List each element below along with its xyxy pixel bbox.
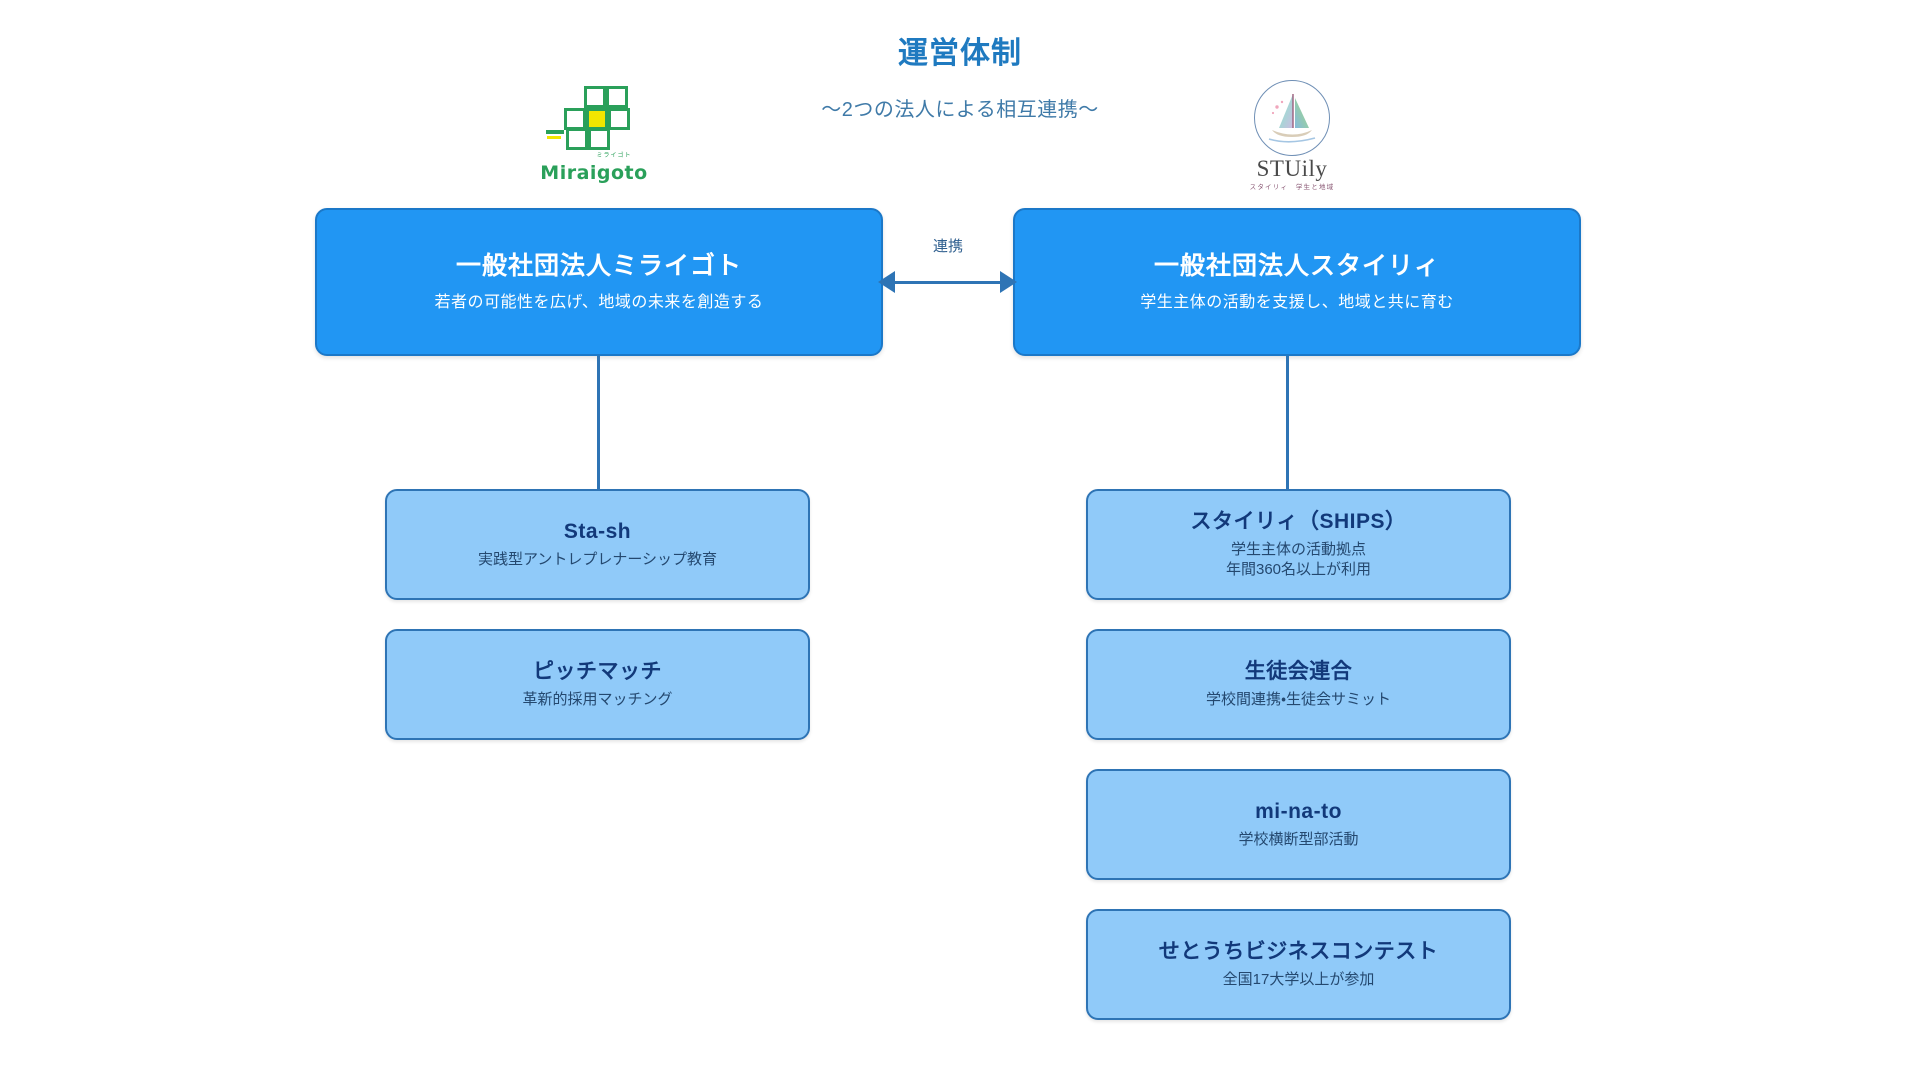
org-subtitle: 学生主体の活動を支援し、地域と共に育む [1140,294,1454,312]
card-subtitle-line: 学校横断型部活動 [1238,830,1359,848]
program-card-right-3[interactable]: せとうちビジネスコンテスト 全国17大学以上が参加 [1086,909,1511,1020]
program-card-left-0[interactable]: Sta-sh 実践型アントレプレナーシップ教育 [385,489,810,600]
sailboat-icon [1254,80,1330,156]
miraigoto-tagline: ミライゴト [596,153,632,159]
program-card-right-1[interactable]: 生徒会連合 学校間連携・生徒会サミット [1086,629,1511,740]
connection-line [895,281,1005,284]
arrow-left-icon [878,271,895,293]
arrow-right-icon [1000,271,1017,293]
stuily-logo: STUily スタイリィ 学生と地域 [1212,80,1372,191]
card-subtitle-line: 学生主体の活動拠点 [1230,540,1366,558]
card-title: せとうちビジネスコンテスト [1158,939,1439,963]
card-subtitle-line: 年間360名以上が利用 [1225,561,1372,579]
org-title: 一般社団法人ミライゴト [455,252,742,281]
program-card-right-2[interactable]: mi-na-to 学校横断型部活動 [1086,769,1511,880]
program-card-left-1[interactable]: ピッチマッチ 革新的採用マッチング [385,629,810,740]
page-title: 運営体制 [898,37,1022,70]
card-title: mi-na-to [1255,799,1342,823]
card-title: 生徒会連合 [1244,659,1353,683]
card-title: ピッチマッチ [533,659,662,683]
page-subtitle: 〜2つの法人による相互連携〜 [821,99,1099,121]
org-box-stuily[interactable]: 一般社団法人スタイリィ 学生主体の活動を支援し、地域と共に育む [1013,208,1581,356]
org-subtitle: 若者の可能性を広げ、地域の未来を創造する [434,294,764,312]
card-subtitle-line: 革新的採用マッチング [522,690,673,708]
card-subtitle: 実践型アントレプレナーシップ教育 [478,550,717,570]
org-title: 一般社団法人スタイリィ [1153,252,1440,281]
card-subtitle-line: 学校間連携・生徒会サミット [1205,690,1392,708]
connection-label: 連携 [932,238,963,255]
miraigoto-logo: ミライゴト Miraigoto [514,86,674,184]
miraigoto-grid-icon [544,86,644,152]
card-subtitle-line: 全国17大学以上が参加 [1222,970,1375,988]
card-subtitle: 学生主体の活動拠点 年間360名以上が利用 [1226,540,1371,581]
trunk-line-right [1286,356,1289,496]
org-box-miraigoto[interactable]: 一般社団法人ミライゴト 若者の可能性を広げ、地域の未来を創造する [315,208,883,356]
card-title: Sta-sh [563,519,632,543]
miraigoto-dash-mark [546,130,564,134]
card-title: スタイリィ（SHIPS） [1190,509,1407,533]
program-card-right-0[interactable]: スタイリィ（SHIPS） 学生主体の活動拠点 年間360名以上が利用 [1086,489,1511,600]
miraigoto-dash-accent [547,136,561,139]
stuily-tagline: スタイリィ 学生と地域 [1249,184,1335,192]
trunk-line-left [597,356,600,496]
stuily-wordmark: STUily [1256,156,1328,181]
card-subtitle-line: 実践型アントレプレナーシップ教育 [477,550,718,568]
miraigoto-wordmark: Miraigoto [540,162,648,184]
card-subtitle: 革新的採用マッチング [522,690,672,710]
card-subtitle: 全国17大学以上が参加 [1223,970,1375,990]
card-subtitle: 学校横断型部活動 [1238,830,1358,850]
card-subtitle: 学校間連携・生徒会サミット [1206,690,1391,710]
